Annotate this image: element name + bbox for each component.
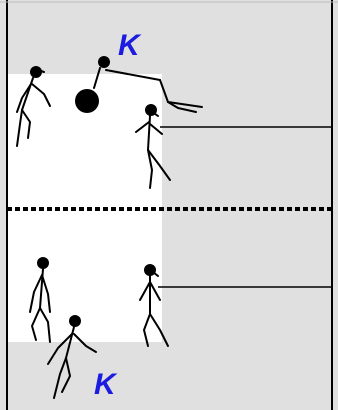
player-bottom-left bbox=[29, 257, 51, 343]
player-top-left bbox=[16, 66, 51, 147]
player-top-right bbox=[135, 104, 171, 189]
player-label-bottom: K bbox=[94, 368, 118, 401]
player-bottom-middle bbox=[47, 315, 97, 399]
player-top-diving bbox=[93, 56, 203, 113]
player-bottom-right bbox=[139, 264, 169, 347]
ball bbox=[75, 89, 99, 113]
player-label-top: K bbox=[118, 29, 142, 62]
